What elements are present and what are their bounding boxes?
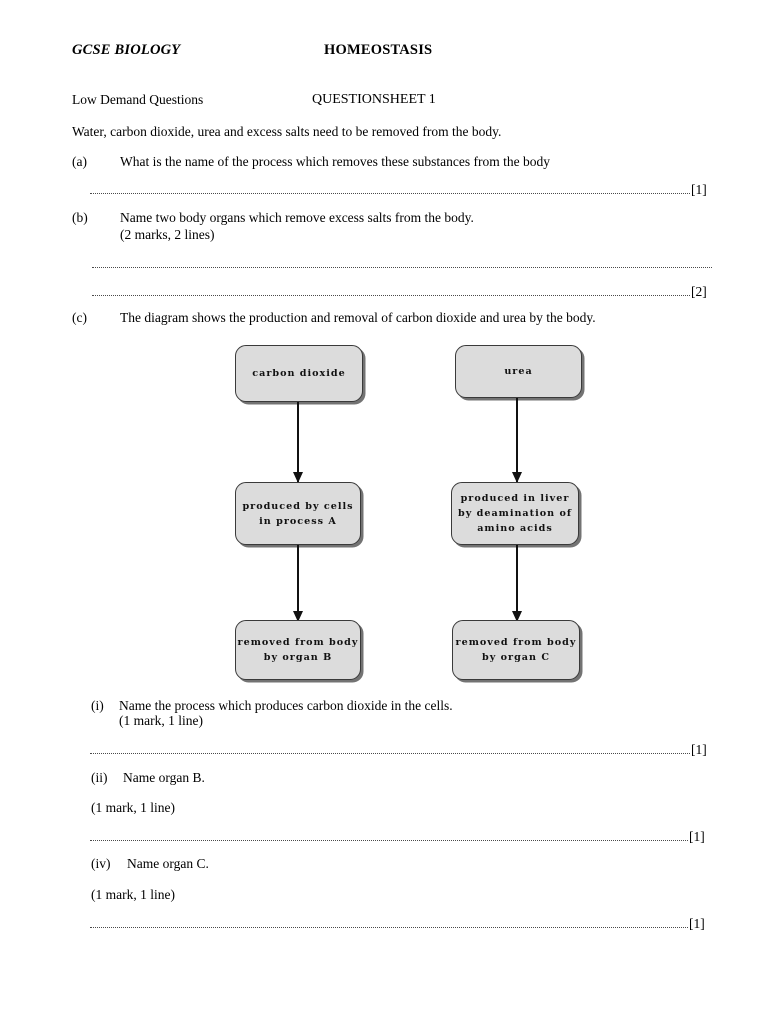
flow-arrow-head xyxy=(511,472,522,483)
flow-box-co2-produced: produced by cells in process A xyxy=(235,482,361,545)
flow-box-urea-removed: removed from body by organ C xyxy=(452,620,580,680)
question-b-label: (b) xyxy=(72,210,88,225)
dotted-rule xyxy=(92,256,712,268)
question-c-text: The diagram shows the production and rem… xyxy=(120,310,596,325)
flow-arrow-shaft xyxy=(516,545,518,622)
flow-box-label: produced in liver by deamination of amin… xyxy=(458,493,572,534)
mark-allocation-b: [2] xyxy=(691,284,707,299)
mark-allocation-a: [1] xyxy=(691,182,707,197)
flow-arrow-head xyxy=(511,611,522,622)
flow-box-label: urea xyxy=(504,366,533,377)
dotted-rule xyxy=(90,742,690,754)
page-subheader: Low Demand Questions QUESTIONSHEET 1 xyxy=(72,92,696,112)
subject-title: GCSE BIOLOGY xyxy=(72,42,181,58)
mark-allocation-ii: [1] xyxy=(689,829,705,844)
question-ii-label: (ii) xyxy=(91,770,108,785)
flow-box-urea: urea xyxy=(455,345,582,398)
question-iv-note: (1 mark, 1 line) xyxy=(91,887,175,902)
flow-box-label: produced by cells in process A xyxy=(242,500,354,527)
answer-line-b-1[interactable] xyxy=(92,256,714,272)
question-b-note: (2 marks, 2 lines) xyxy=(120,227,215,242)
sheet-number: QUESTIONSHEET 1 xyxy=(312,92,436,107)
flow-box-label: removed from body by organ C xyxy=(455,637,577,663)
flow-box-co2-removed: removed from body by organ B xyxy=(235,620,361,680)
question-a-text: What is the name of the process which re… xyxy=(120,154,551,169)
flow-arrow-head xyxy=(292,611,303,622)
dotted-rule xyxy=(90,916,688,928)
question-i-note: (1 mark, 1 line) xyxy=(119,713,203,728)
question-ii-text: Name organ B. xyxy=(123,770,205,785)
flow-arrow-head xyxy=(292,472,303,483)
flow-arrow-shaft xyxy=(297,402,299,485)
flow-box-urea-produced: produced in liver by deamination of amin… xyxy=(451,482,579,545)
flow-box-label: carbon dioxide xyxy=(252,368,346,379)
question-iv-text: Name organ C. xyxy=(127,856,209,871)
question-i-text: Name the process which produces carbon d… xyxy=(119,698,453,713)
homeostasis-flow-diagram: carbon dioxide urea produced by cells in… xyxy=(0,330,768,690)
question-iv-label: (iv) xyxy=(91,856,111,871)
answer-line-iv[interactable]: [1] xyxy=(90,916,712,932)
flow-box-label: removed from body by organ B xyxy=(237,637,359,663)
question-ii-note: (1 mark, 1 line) xyxy=(91,800,175,815)
answer-line-i[interactable]: [1] xyxy=(90,742,712,758)
dotted-rule xyxy=(90,829,688,841)
dotted-rule xyxy=(90,182,690,194)
mark-allocation-i: [1] xyxy=(691,742,707,757)
demand-level: Low Demand Questions xyxy=(72,92,204,107)
question-c-label: (c) xyxy=(72,310,87,325)
page-header: GCSE BIOLOGY HOMEOSTASIS xyxy=(72,42,696,62)
question-b-text: Name two body organs which remove excess… xyxy=(120,210,474,225)
flow-arrow-shaft xyxy=(516,398,518,485)
question-a-label: (a) xyxy=(72,154,87,169)
dotted-rule xyxy=(92,284,690,296)
topic-title: HOMEOSTASIS xyxy=(324,42,433,58)
flow-arrow-shaft xyxy=(297,545,299,622)
intro-text: Water, carbon dioxide, urea and excess s… xyxy=(72,124,502,139)
flow-box-carbon-dioxide: carbon dioxide xyxy=(235,345,363,402)
answer-line-a[interactable]: [1] xyxy=(90,182,712,198)
question-i-label: (i) xyxy=(91,698,104,713)
mark-allocation-iv: [1] xyxy=(689,916,705,931)
answer-line-ii[interactable]: [1] xyxy=(90,829,712,845)
answer-line-b-2[interactable]: [2] xyxy=(92,284,714,300)
